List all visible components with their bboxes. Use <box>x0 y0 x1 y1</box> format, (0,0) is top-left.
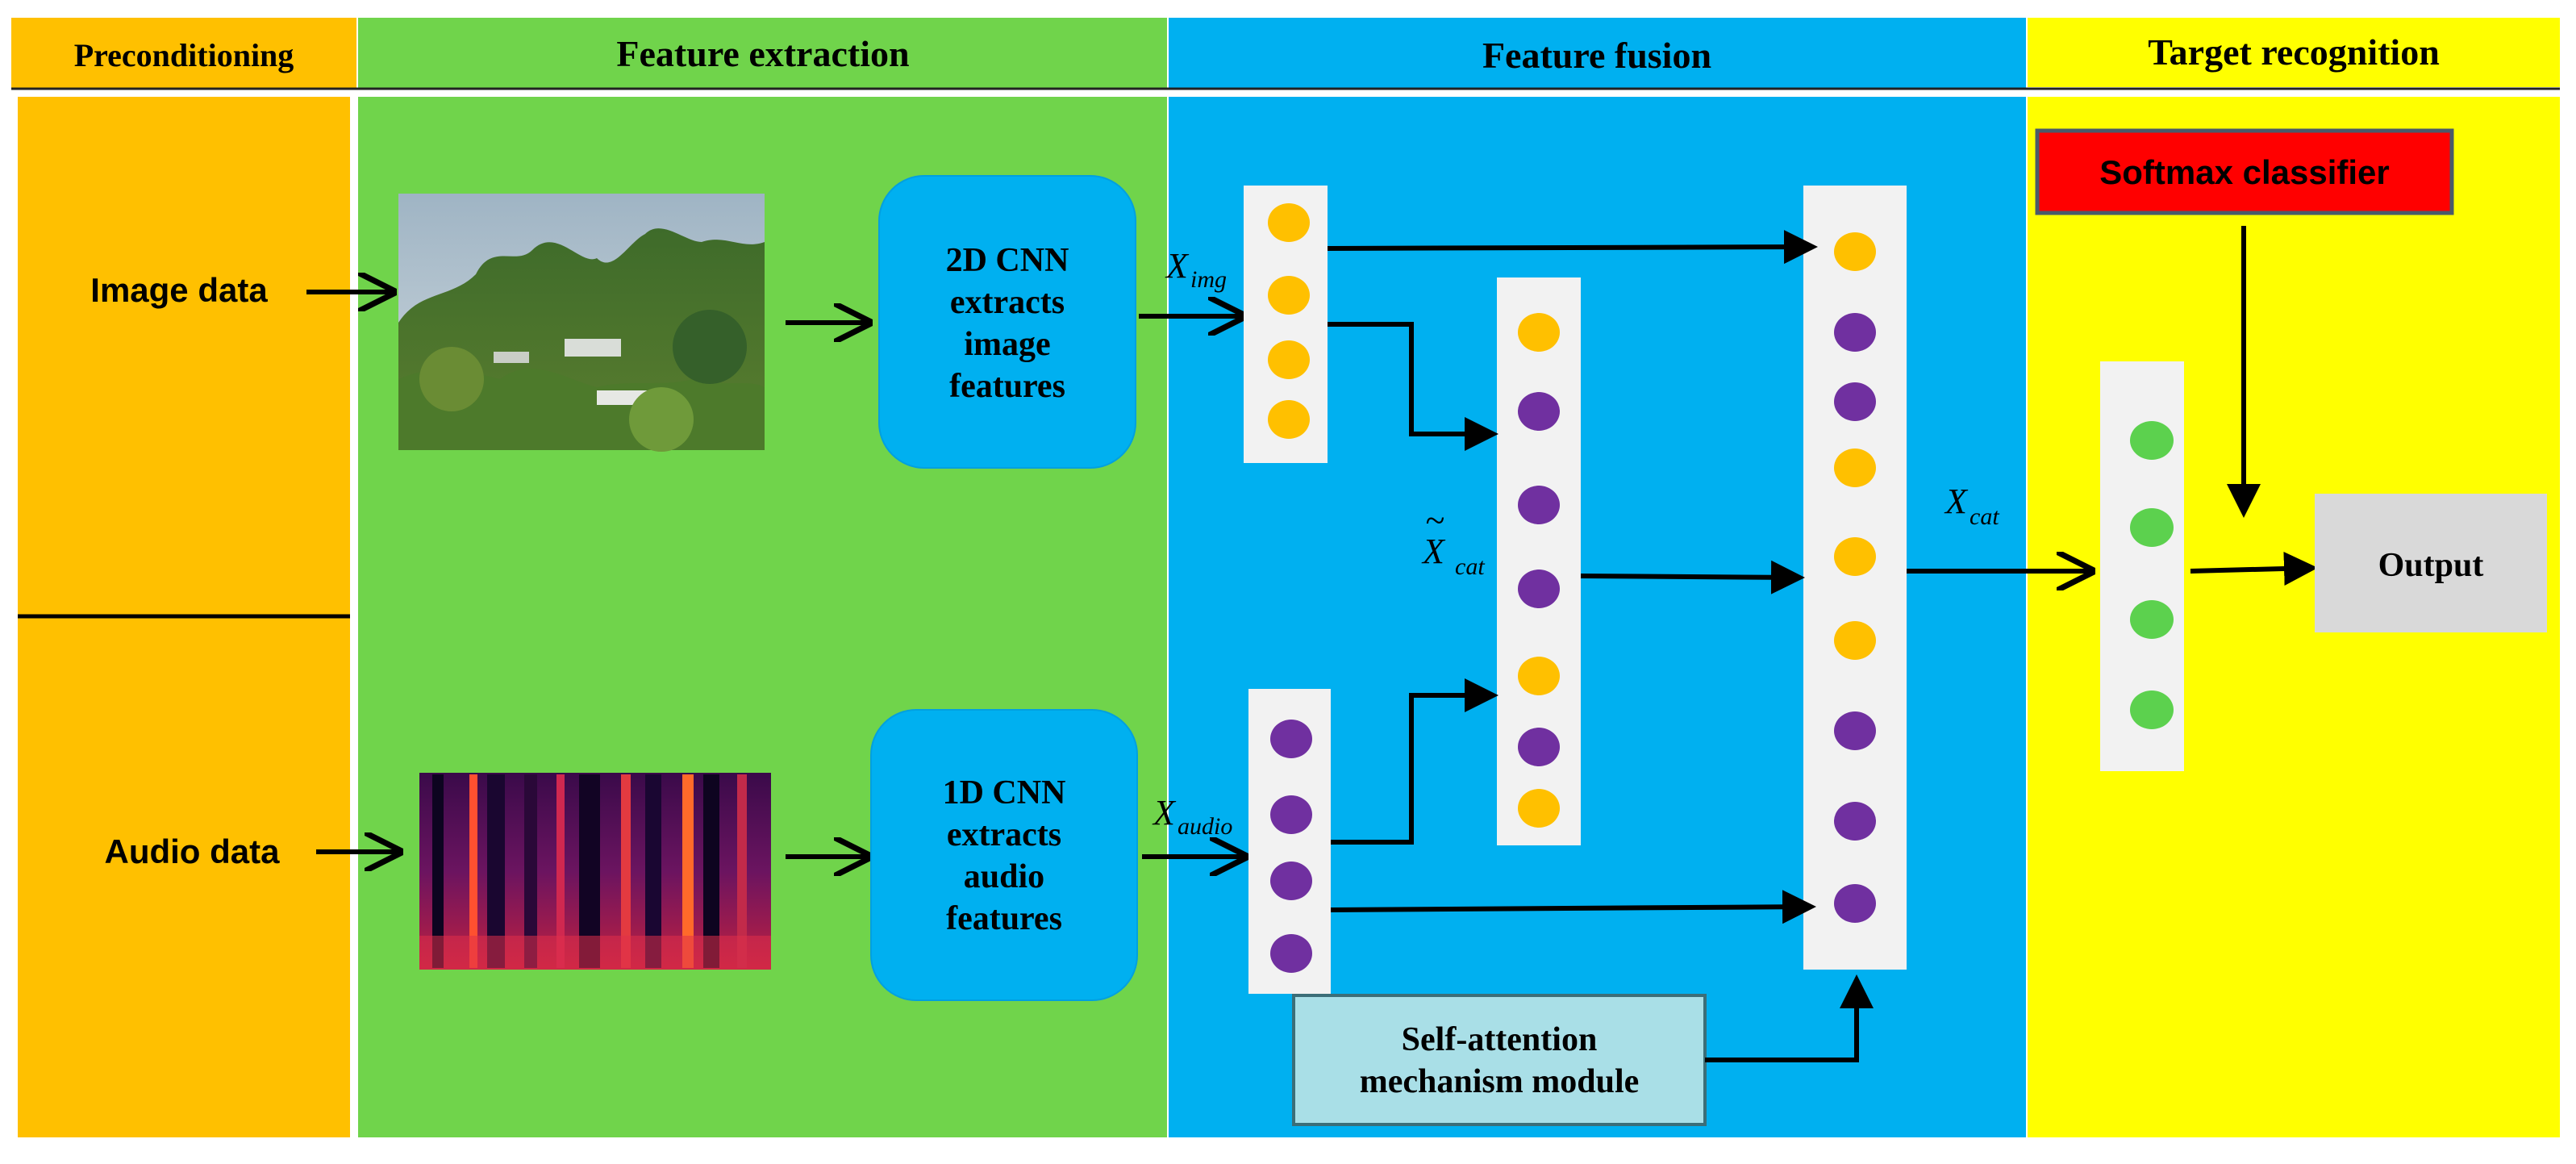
softmax-classifier: Softmax classifier <box>2035 128 2454 215</box>
output-box: Output <box>2315 494 2547 632</box>
arrow-classifier-to-output <box>2190 551 2318 586</box>
tilde-concat-node <box>1518 789 1560 828</box>
classifier-node <box>2130 600 2174 639</box>
feature-nodes <box>1268 203 2174 973</box>
output-label: Output <box>2378 547 2484 584</box>
x-cat-label: X <box>1944 482 1969 521</box>
image-cnn-line-3: image <box>964 326 1050 363</box>
x-cat-tilde-subscript: cat <box>1455 553 1485 580</box>
header-target-recognition: Target recognition <box>2028 18 2560 87</box>
x-audio-subscript: audio <box>1178 813 1232 840</box>
concat-column <box>1803 186 1907 970</box>
audio-cnn-line-1: 1D CNN <box>943 774 1066 811</box>
tilde-concat-node <box>1518 392 1560 431</box>
arrow-image-features-to-concat <box>1327 230 1818 265</box>
header-preconditioning-label: Preconditioning <box>74 37 294 73</box>
concat-node <box>1834 802 1876 841</box>
arrow-image-features-to-tilde-concat <box>1328 322 1498 451</box>
x-cat-subscript: cat <box>1970 503 1999 530</box>
image-cnn-line-1: 2D CNN <box>946 242 1069 279</box>
image-features-node <box>1268 340 1310 379</box>
audio-cnn-line-3: audio <box>964 858 1044 895</box>
concat-node <box>1834 448 1876 487</box>
image-cnn-box: 2D CNN extracts image features <box>878 175 1136 469</box>
arrow-audio-features-to-tilde-concat <box>1331 678 1498 845</box>
self-attention-line-1: Self-attention <box>1402 1021 1598 1058</box>
image-features-node <box>1268 400 1310 439</box>
header-feature-extraction-label: Feature extraction <box>616 33 909 74</box>
header-feature-fusion: Feature fusion <box>1169 18 2026 89</box>
classifier-node <box>2130 690 2174 729</box>
tilde-concat-node <box>1518 569 1560 608</box>
audio-cnn-line-4: features <box>946 900 1062 937</box>
audio-features-node <box>1270 862 1312 900</box>
audio-cnn-box: 1D CNN extracts audio features <box>870 709 1138 1001</box>
concat-node <box>1834 884 1876 923</box>
tilde-concat-node <box>1518 657 1560 695</box>
concat-node <box>1834 537 1876 576</box>
x-cat-tilde-label: X <box>1421 532 1446 571</box>
x-cat-tilde-accent: ~ <box>1425 501 1444 540</box>
audio-features-node <box>1270 795 1312 834</box>
image-input-photo <box>398 194 765 452</box>
concat-node <box>1834 382 1876 421</box>
tilde-concat-node <box>1518 313 1560 352</box>
header-feature-fusion-label: Feature fusion <box>1482 35 1711 76</box>
self-attention-module: Self-attention mechanism module <box>1292 994 1707 1126</box>
tilde-concat-node <box>1518 486 1560 524</box>
audio-cnn-line-2: extracts <box>947 816 1061 853</box>
arrow-self-attention-to-concat <box>1705 974 1874 1062</box>
header-feature-extraction: Feature extraction <box>358 18 1167 89</box>
image-cnn-line-2: extracts <box>950 284 1065 321</box>
image-data-label: Image data <box>90 271 268 309</box>
self-attention-line-2: mechanism module <box>1360 1063 1640 1100</box>
audio-spectrogram <box>419 773 771 970</box>
concat-node <box>1834 313 1876 352</box>
audio-features-node <box>1270 720 1312 758</box>
audio-features-node <box>1270 934 1312 973</box>
arrow-audio-features-to-concat <box>1330 890 1816 924</box>
arrow-tilde-concat-to-concat <box>1580 560 1805 595</box>
classifier-node <box>2130 421 2174 460</box>
classifier-node <box>2130 508 2174 547</box>
concat-node <box>1834 621 1876 660</box>
audio-data-label: Audio data <box>105 832 281 870</box>
x-img-label: X <box>1165 246 1190 286</box>
x-img-subscript: img <box>1190 266 1227 293</box>
image-features-node <box>1268 203 1310 242</box>
header-preconditioning: Preconditioning <box>11 18 356 89</box>
softmax-classifier-label: Softmax classifier <box>2099 153 2390 191</box>
concat-node <box>1834 232 1876 271</box>
concat-node <box>1834 711 1876 750</box>
tilde-concat-node <box>1518 728 1560 766</box>
x-audio-label: X <box>1152 793 1177 832</box>
header-target-recognition-label: Target recognition <box>2148 31 2440 73</box>
image-cnn-line-4: features <box>949 368 1065 405</box>
image-features-node <box>1268 276 1310 315</box>
